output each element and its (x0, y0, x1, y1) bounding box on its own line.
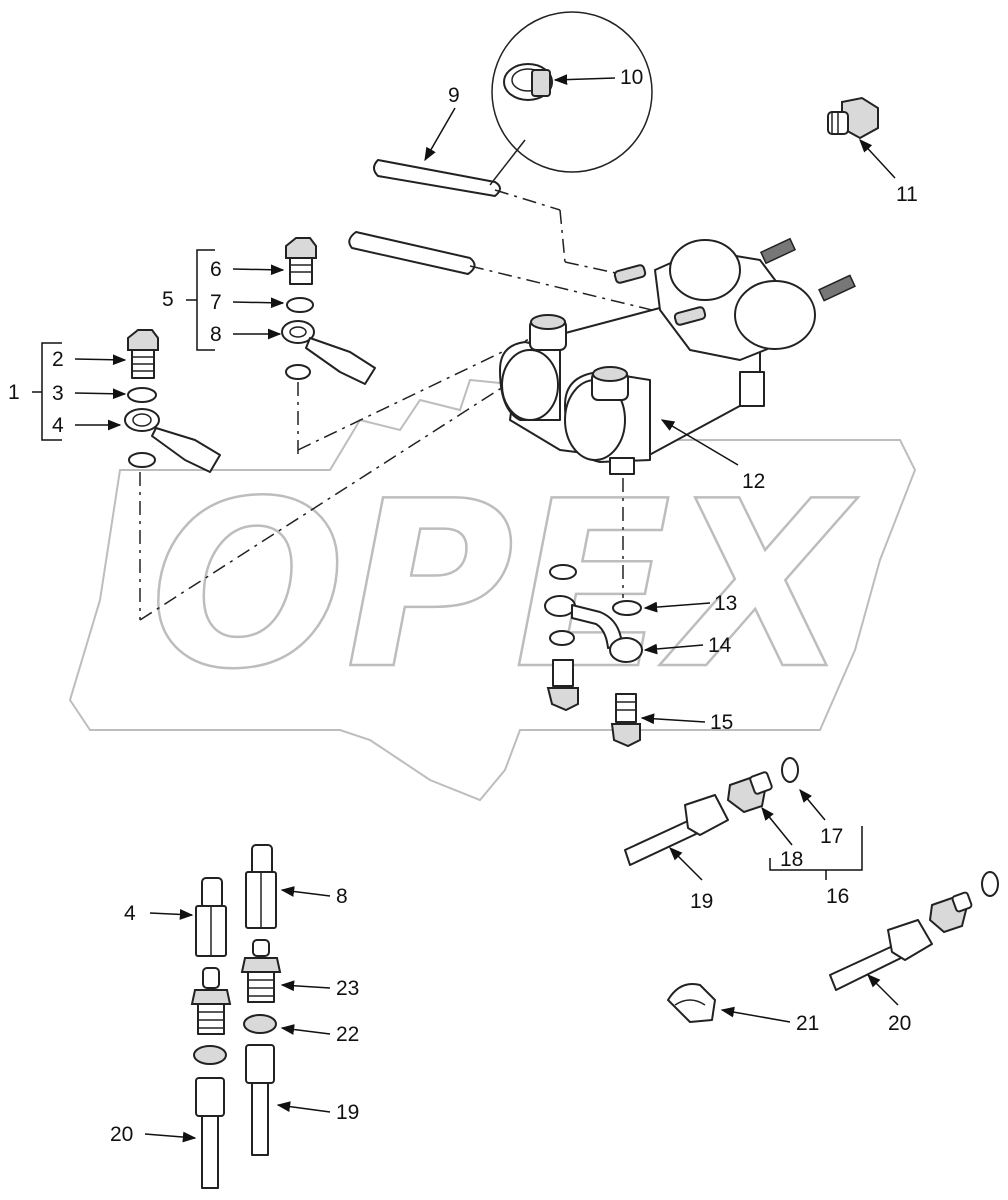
part-5-banjo-assembly (281, 237, 549, 458)
callout-11: 11 (896, 183, 918, 206)
callout-23: 23 (336, 977, 359, 1000)
callout-20-right: 20 (888, 1012, 911, 1035)
bracket-16 (769, 826, 863, 871)
callout-1: 1 (8, 381, 20, 404)
watermark-text: OPEX (150, 453, 858, 720)
part-1-banjo-assembly (124, 329, 546, 621)
part-8-fitting-lower (245, 844, 277, 929)
leader-arrows (74, 74, 899, 1143)
part-23-adapter (240, 939, 282, 1003)
callout-21: 21 (796, 1012, 819, 1035)
part-9-hose (348, 159, 686, 319)
part-13-washer-left (549, 564, 577, 580)
callout-10: 10 (620, 66, 643, 89)
part-19-tube-lower (245, 1044, 275, 1156)
callout-7: 7 (210, 291, 222, 314)
callout-5: 5 (162, 288, 174, 311)
part-3-washer (127, 387, 157, 403)
callout-2: 2 (52, 348, 64, 371)
part-17-o-ring (781, 757, 799, 783)
part-14-banjo-fitting (544, 595, 643, 663)
callout-4-lower: 4 (124, 902, 136, 925)
part-2-bolt (127, 329, 159, 379)
callout-13: 13 (714, 592, 737, 615)
part-18-adapter (726, 771, 773, 814)
callout-16: 16 (826, 885, 849, 908)
part-8-banjo-fitting (281, 320, 376, 385)
part-13-washer (612, 600, 642, 616)
part-15-bolt (610, 693, 641, 748)
part-23-adapter-left (190, 967, 232, 1035)
part-20-tube-right (829, 871, 999, 991)
watermark-gear-outline (68, 378, 917, 802)
part-15-bolt-left (546, 659, 579, 712)
part-22-nut-left (193, 1045, 227, 1065)
callout-20-lower: 20 (110, 1123, 133, 1146)
callout-4: 4 (52, 414, 64, 437)
callout-labels: 1 2 3 4 5 6 7 8 9 10 11 12 13 14 15 17 1… (8, 66, 918, 1146)
part-12-master-cylinder (499, 237, 856, 475)
part-19-tube-right (624, 794, 729, 866)
callout-8-lower: 8 (336, 885, 348, 908)
callout-17: 17 (820, 825, 843, 848)
callout-19-lower: 19 (336, 1101, 359, 1124)
callout-8: 8 (210, 323, 222, 346)
callout-19-right: 19 (690, 890, 713, 913)
part-7-lower-washer (285, 364, 311, 380)
part-20-tube-lower (195, 1077, 225, 1189)
callout-14: 14 (708, 634, 732, 657)
callout-12: 12 (742, 470, 765, 493)
callout-9: 9 (448, 84, 460, 107)
part-11-plug (827, 96, 879, 140)
part-21-clip (667, 983, 716, 1023)
part-4-fitting-lower (195, 877, 227, 957)
callout-18: 18 (780, 848, 803, 871)
part-7-washer (286, 297, 314, 313)
callout-6: 6 (210, 258, 222, 281)
part-4-banjo-fitting (124, 408, 221, 473)
part-22-nut (243, 1014, 277, 1034)
part-3-lower-washer (128, 452, 156, 468)
part-14-lower-washer (549, 630, 575, 646)
callout-15: 15 (710, 711, 733, 734)
part-10-hose-clamp (489, 11, 653, 186)
callout-3: 3 (52, 382, 64, 405)
part-6-bolt (285, 237, 317, 285)
callout-22: 22 (336, 1023, 359, 1046)
watermark: OPEX (68, 378, 917, 802)
